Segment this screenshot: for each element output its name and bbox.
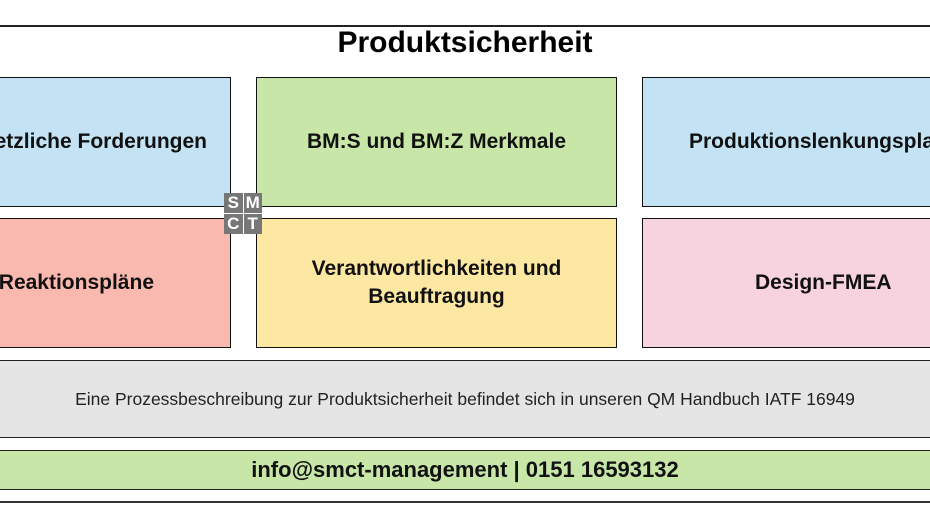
logo-letter: T [243, 214, 262, 234]
box-produktionslenkungsplan: Produktionslenkungsplan [642, 77, 930, 207]
top-divider [0, 25, 930, 27]
contact-bar: info@smct-management | 0151 16593132 [0, 450, 930, 490]
box-design-fmea: Design-FMEA [642, 218, 930, 348]
box-reaktionsplaene: Reaktionspläne [0, 218, 231, 348]
note-text: Eine Prozessbeschreibung zur Produktsich… [75, 388, 855, 409]
box-label: Gesetzliche Forderungen [0, 130, 207, 153]
page-title: Produktsicherheit [337, 26, 593, 59]
logo-letter: C [224, 214, 243, 234]
contact-link[interactable]: info@smct-management | 0151 16593132 [251, 457, 679, 482]
box-label: Verantwortlichkeiten und Beauftragung [311, 257, 562, 308]
logo-letter: M [243, 193, 262, 213]
box-label: BM:S und BM:Z Merkmale [306, 130, 566, 153]
box-merkmale: BM:S und BM:Z Merkmale [256, 77, 617, 207]
smct-logo: S M C T [224, 193, 262, 234]
box-verantwortlichkeiten: Verantwortlichkeiten und Beauftragung [256, 218, 617, 348]
logo-letter: S [224, 193, 243, 213]
bottom-divider [0, 501, 930, 503]
box-label: Design-FMEA [755, 271, 892, 294]
box-gesetzliche-forderungen: Gesetzliche Forderungen [0, 77, 231, 207]
box-label: Produktionslenkungsplan [689, 130, 930, 153]
box-label: Reaktionspläne [0, 271, 154, 294]
process-note: Eine Prozessbeschreibung zur Produktsich… [0, 360, 930, 438]
